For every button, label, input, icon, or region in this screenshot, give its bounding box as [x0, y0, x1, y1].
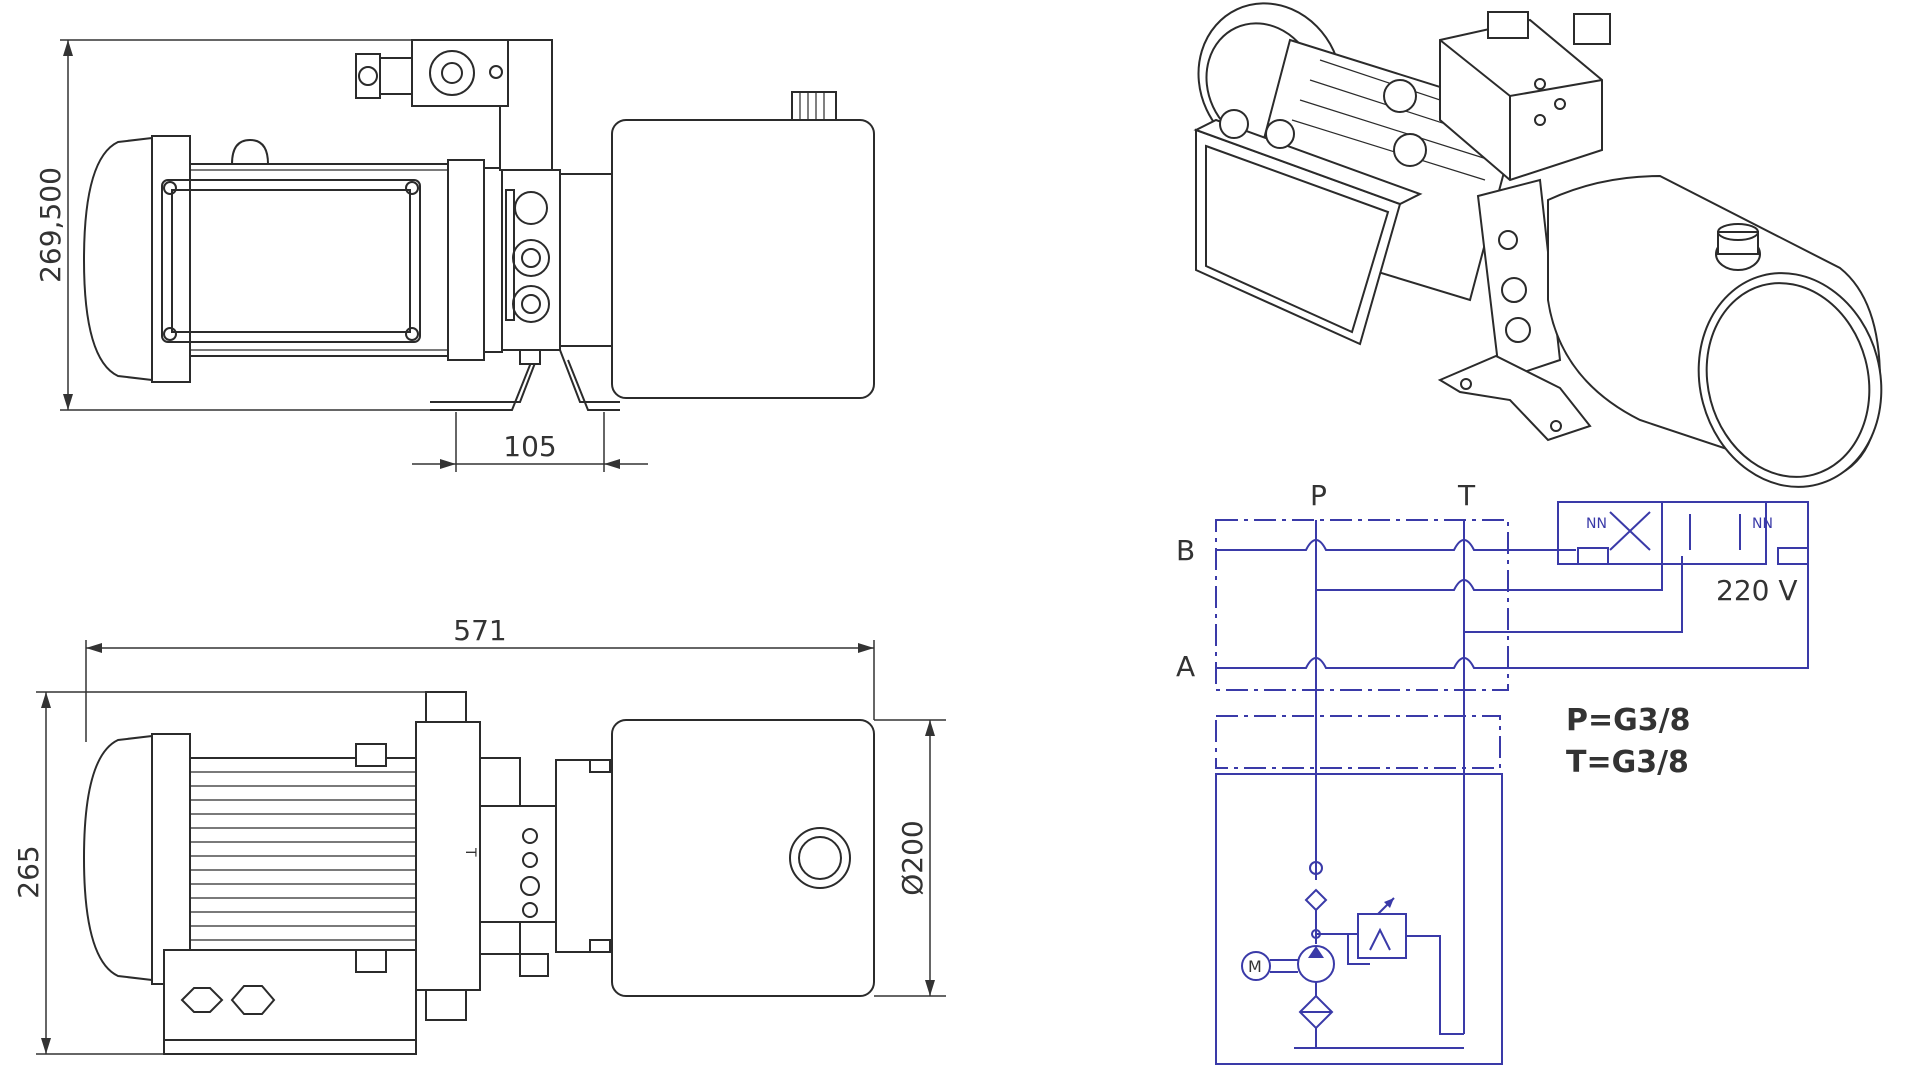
- port-p-label: P: [1310, 479, 1327, 512]
- dim-height-top: 265: [12, 845, 45, 898]
- isometric-view: [1193, 2, 1883, 488]
- dim-height-side: 269,500: [34, 167, 67, 283]
- top-view: T 571 265 Ø200: [12, 614, 946, 1055]
- line-a-label: A: [1176, 650, 1195, 683]
- port-t-label: T: [1457, 479, 1476, 512]
- port-p-spec: P=G3/8: [1566, 703, 1690, 738]
- svg-text:NN: NN: [1752, 516, 1773, 532]
- dim-length-overall: 571: [453, 614, 506, 647]
- svg-text:NN: NN: [1586, 516, 1607, 532]
- motor-label: M: [1248, 957, 1262, 976]
- line-b-label: B: [1176, 534, 1195, 567]
- voltage-label: 220 V: [1716, 574, 1798, 607]
- hydraulic-schematic: P T B A NN NN 220 V P=G3/8 T=G3/8: [1176, 479, 1809, 1065]
- port-t-spec: T=G3/8: [1566, 745, 1689, 780]
- dim-tank-diameter: Ø200: [896, 820, 929, 895]
- dim-foot-spacing: 105: [503, 430, 556, 463]
- side-view: 269,500 105: [34, 39, 875, 472]
- manifold-mark: T: [462, 847, 478, 857]
